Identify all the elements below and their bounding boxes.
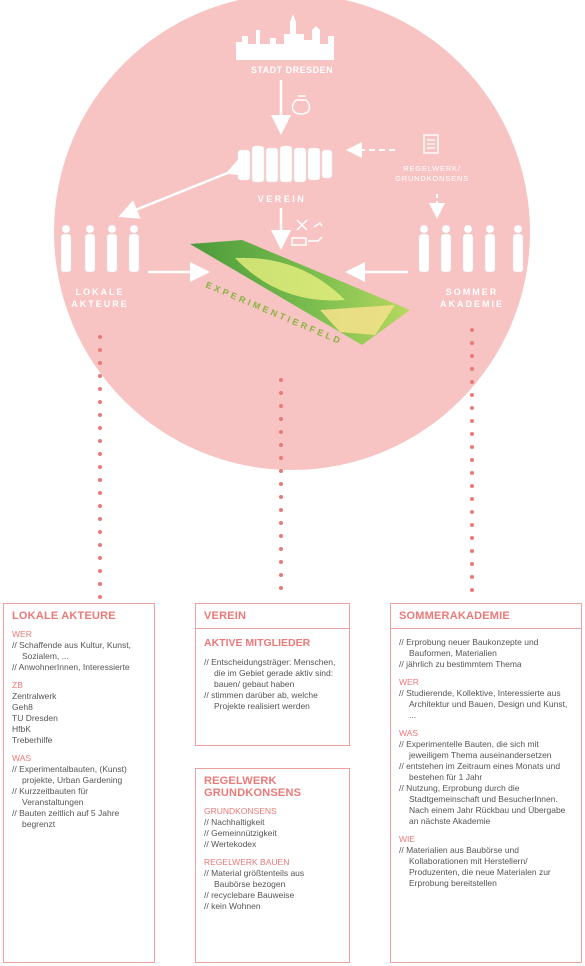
list-item: Geh8 <box>12 702 33 712</box>
list-item: // entstehen im Zeitraum eines Monats un… <box>399 761 561 782</box>
verein-box: VEREIN AKTIVE MITGLIEDER // Entscheidung… <box>195 603 350 746</box>
regelwerk-title-1: REGELWERK <box>204 775 277 787</box>
stadt-dresden-label: STADT DRESDEN <box>251 65 333 75</box>
list-item: // Nutzung, Erprobung durch die Stadtgem… <box>399 783 566 826</box>
list-item: // Wertekodex <box>204 839 257 849</box>
list-item: // stimmen darüber ab, welche Projekte r… <box>204 690 318 711</box>
lokale-label-2: AKTEURE <box>71 299 129 309</box>
lokale-akteure-title: LOKALE AKTEURE <box>12 610 116 622</box>
list-item: HfbK <box>12 724 31 734</box>
grundkonsens-label: GRUNDKONSENS <box>204 806 277 816</box>
sommerakademie-box: SOMMERAKADEMIE // Erprobung neuer Baukon… <box>390 603 582 963</box>
verein-label: VEREIN <box>258 194 307 204</box>
regelwerk-bauen-label: REGELWERK BAUEN <box>204 857 290 867</box>
list-item: // Studierende, Kollektive, Interessiert… <box>399 688 568 720</box>
money-bag-icon <box>291 95 311 115</box>
sommer-label-2: AKADEMIE <box>440 299 504 309</box>
list-item: // Experimentelle Bauten, die sich mit j… <box>399 739 552 760</box>
background-circle <box>54 0 530 470</box>
connector-dots <box>98 328 474 599</box>
sommerakademie-title: SOMMERAKADEMIE <box>399 610 510 622</box>
divider <box>391 628 581 629</box>
wer-label: WER <box>12 629 32 639</box>
lokale-akteure-box: LOKALE AKTEURE WER // Schaffende aus Kul… <box>3 603 155 963</box>
list-item: Treberhilfe <box>12 735 53 745</box>
list-item: Zentralwerk <box>12 691 57 701</box>
concept-diagram: STADT DRESDEN VEREIN REGELWERK/ GRUNDKON… <box>54 0 530 599</box>
sommer-label-1: SOMMER <box>446 287 499 297</box>
list-item: // Entscheidungsträger: Menschen, die im… <box>204 657 336 689</box>
regelwerk-box: REGELWERK GRUNDKONSENS GRUNDKONSENS // N… <box>195 768 350 963</box>
list-item: // Erprobung neuer Baukonzepte und Baufo… <box>399 637 539 658</box>
list-item: // Experimentalbauten, (Kunst) projekte,… <box>12 764 127 785</box>
experimentierfeld-shape <box>190 240 410 345</box>
list-item: // jährlich zu bestimmtem Thema <box>399 659 522 669</box>
skyline-icon <box>236 14 334 60</box>
aktive-mitglieder-title: AKTIVE MITGLIEDER <box>204 637 311 649</box>
list-item: // AnwohnerInnen, Interessierte <box>12 662 130 672</box>
sommer-people-icon <box>418 224 524 273</box>
list-item: // Materialien aus Baubörse und Kollabor… <box>399 845 551 888</box>
verein-title: VEREIN <box>204 610 247 622</box>
list-item: // Material größtenteils aus Baubörse be… <box>204 868 305 889</box>
list-item: // recyclebare Bauweise <box>204 890 295 900</box>
list-item: TU Dresden <box>12 713 58 723</box>
list-item: // Gemeinnützigkeit <box>204 828 277 838</box>
regelwerk-label-1: REGELWERK/ <box>403 164 461 173</box>
list-item: // Kurzzeitbauten für Veranstaltungen <box>12 786 89 807</box>
wie-label: WIE <box>399 834 416 844</box>
zb-label: ZB <box>12 680 23 690</box>
arrow-verein-lokale <box>118 157 248 219</box>
list-item: // Bauten zeitlich auf 5 Jahre begrenzt <box>12 808 120 829</box>
divider <box>196 628 349 629</box>
verein-people-icon <box>237 145 333 183</box>
list-item: // Nachhaltigkeit <box>204 817 265 827</box>
document-icon <box>423 134 439 154</box>
was-label: WAS <box>12 753 32 763</box>
lokale-label-1: LOKALE <box>76 287 125 297</box>
tools-icon <box>291 219 323 246</box>
regelwerk-title-2: GRUNDKONSENS <box>204 787 302 799</box>
list-item: // kein Wohnen <box>204 901 261 911</box>
list-item: // Schaffende aus Kultur, Kunst, Soziale… <box>12 640 131 661</box>
was-label: WAS <box>399 728 419 738</box>
regelwerk-label-2: GRUNDKONSENS <box>395 174 469 183</box>
wer-label: WER <box>399 677 419 687</box>
lokale-people-icon <box>60 224 140 273</box>
